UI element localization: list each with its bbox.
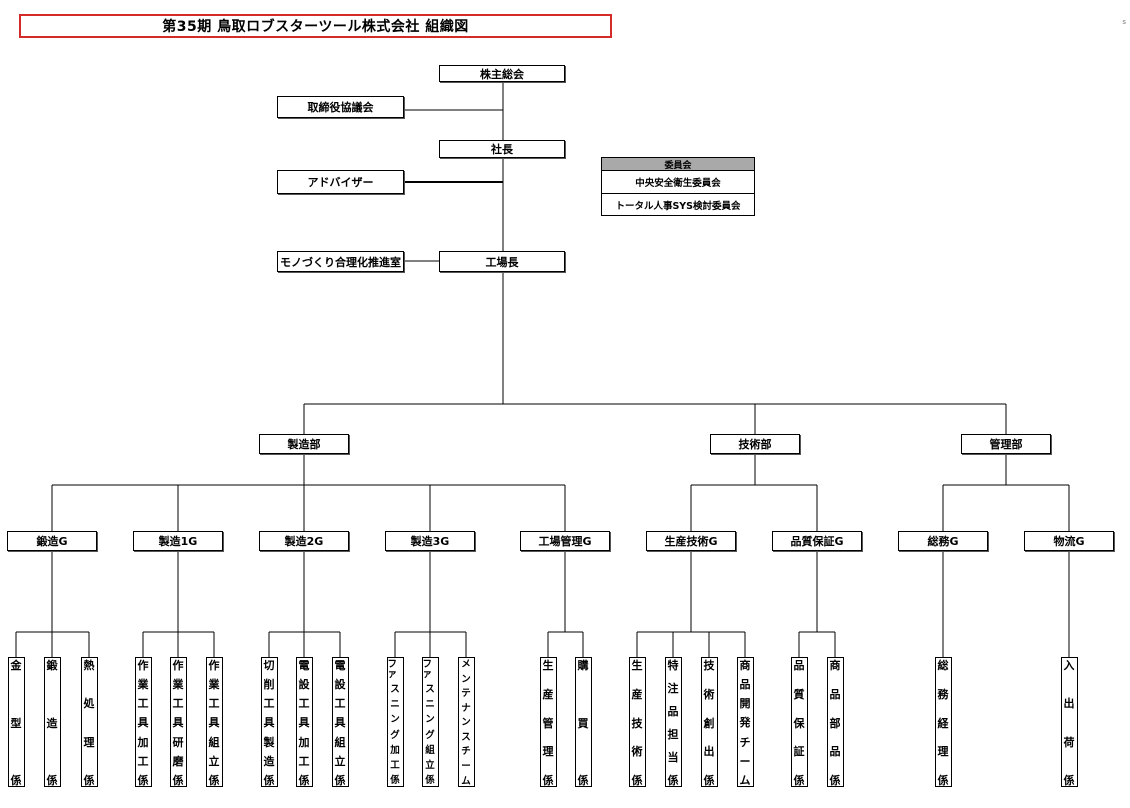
section-box: 鍛造係 <box>43 657 61 787</box>
section-box: 作業工具組立係 <box>205 657 223 787</box>
section-box: 購買係 <box>574 657 592 787</box>
dept-engineering: 技術部 <box>710 434 800 454</box>
section-box: 入出荷係 <box>1060 657 1078 787</box>
chart-title: 第35期 鳥取ロブスターツール株式会社 組織図 <box>19 14 612 38</box>
section-box: 切削工具製造係 <box>260 657 278 787</box>
group-logistics: 物流G <box>1024 531 1114 551</box>
section-box: 生産技術係 <box>628 657 646 787</box>
section-box: ファスニング加工係 <box>386 657 404 787</box>
group-quality-assurance: 品質保証G <box>772 531 862 551</box>
committee-item: トータル人事SYS検討委員会 <box>615 201 741 212</box>
dept-manufacturing: 製造部 <box>259 434 349 454</box>
node-shareholders: 株主総会 <box>439 65 565 82</box>
group-manufacturing-3: 製造3G <box>385 531 475 551</box>
committee-box: 委員会 中央安全衛生委員会 トータル人事SYS検討委員会 <box>601 157 755 216</box>
section-box: 金型係 <box>7 657 25 787</box>
section-box: ファスニング組立係 <box>421 657 439 787</box>
group-forging: 鍛造G <box>7 531 97 551</box>
group-production-engineering: 生産技術G <box>646 531 736 551</box>
section-box: 電設工具組立係 <box>331 657 349 787</box>
section-box: 熱処理係 <box>80 657 98 787</box>
node-president: 社長 <box>439 140 565 158</box>
node-board: 取締役協議会 <box>277 96 404 118</box>
section-box: 作業工具研磨係 <box>169 657 187 787</box>
section-box: 電設工具加工係 <box>295 657 313 787</box>
node-monodukuri: モノづくり合理化推進室 <box>277 251 404 272</box>
node-advisor: アドバイザー <box>277 170 404 194</box>
corner-mark: s <box>1122 18 1126 26</box>
section-box: 品質保証係 <box>790 657 808 787</box>
section-box: メンテナンスチーム <box>457 657 475 787</box>
committee-header: 委員会 <box>602 158 754 171</box>
section-box: 商品部品係 <box>826 657 844 787</box>
committee-item: 中央安全衛生委員会 <box>602 171 754 194</box>
group-manufacturing-1: 製造1G <box>133 531 223 551</box>
group-manufacturing-2: 製造2G <box>259 531 349 551</box>
node-plant-manager: 工場長 <box>439 251 565 272</box>
section-box: 総務経理係 <box>934 657 952 787</box>
section-box: 技術創出係 <box>700 657 718 787</box>
group-general-affairs: 総務G <box>898 531 988 551</box>
section-box: 作業工具加工係 <box>134 657 152 787</box>
section-box: 商品開発チーム <box>736 657 754 787</box>
section-box: 生産管理係 <box>539 657 557 787</box>
group-plant-management: 工場管理G <box>520 531 610 551</box>
dept-administration: 管理部 <box>961 434 1051 454</box>
section-box: 特注品担当係 <box>664 657 682 787</box>
